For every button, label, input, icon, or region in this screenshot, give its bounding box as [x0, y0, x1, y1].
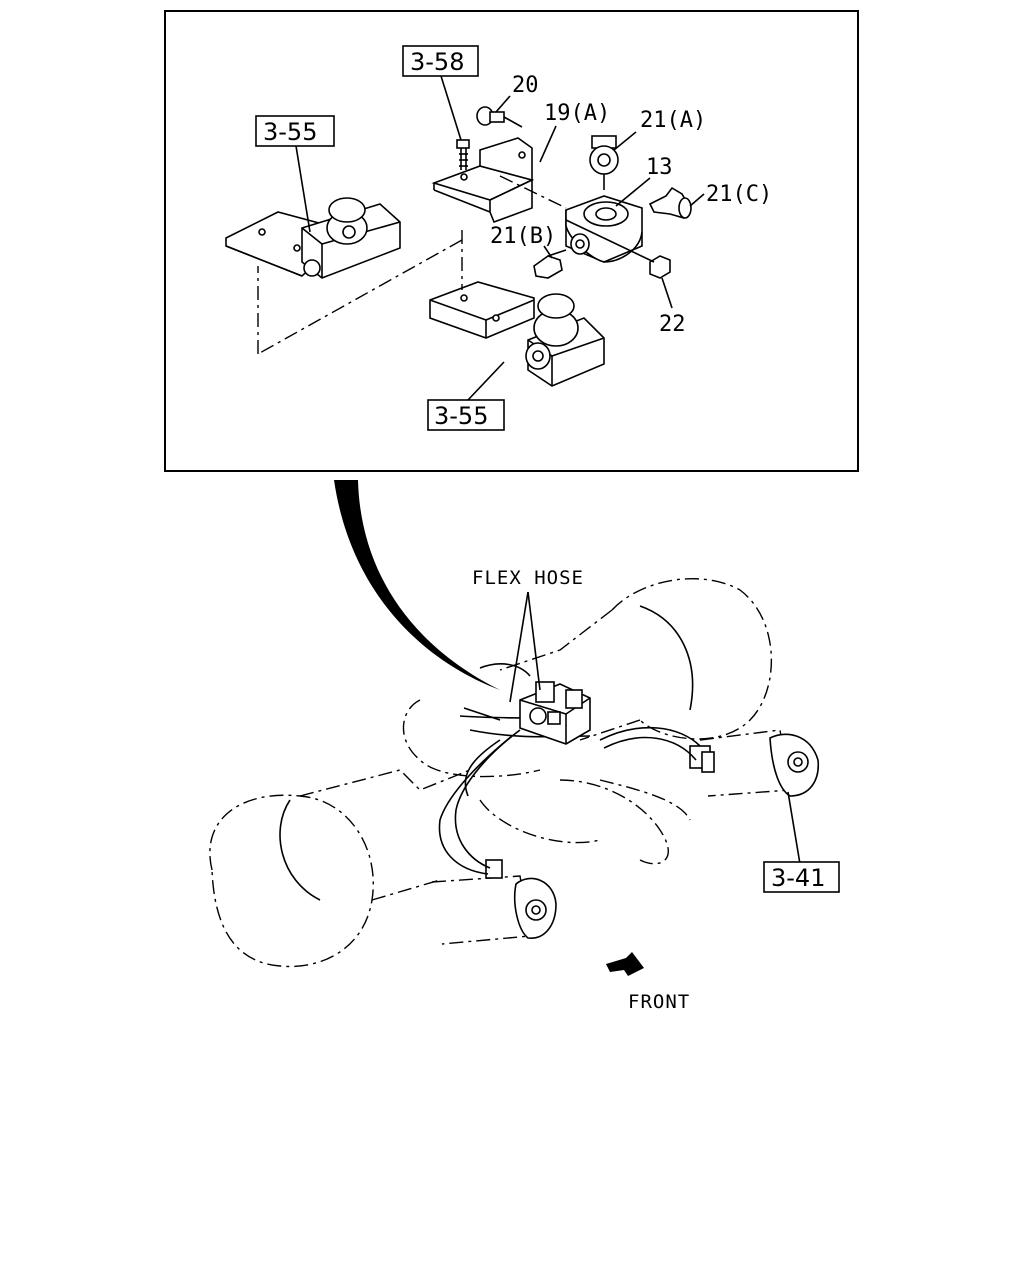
ref-box-3-41	[763, 861, 840, 893]
fitting-21b	[533, 249, 567, 279]
label-part-22: 22	[659, 312, 686, 337]
rear-axle-housing	[209, 578, 773, 968]
label-part-21c: 21(C)	[706, 182, 772, 207]
caption-front: FRONT	[628, 991, 690, 1013]
flex-hose-leaders	[509, 591, 541, 703]
caption-flex-hose: FLEX HOSE	[472, 567, 584, 589]
brake-chamber-right	[689, 729, 819, 797]
ref-box-3-55-bottom	[427, 399, 505, 431]
leader-3-41	[787, 791, 801, 865]
nut-22	[649, 255, 671, 279]
ref-box-3-55-left	[255, 115, 335, 147]
front-arrow-icon	[606, 952, 644, 976]
inset-leader-curve	[334, 480, 500, 690]
fitting-21c	[648, 186, 692, 219]
ref-box-3-58	[402, 45, 479, 77]
label-part-19a: 19(A)	[544, 101, 610, 126]
fitting-21a	[589, 135, 619, 190]
lower-valve-assembly	[429, 281, 605, 387]
ref-3-55-left: 3-55	[263, 118, 317, 146]
brake-chamber-left	[431, 859, 557, 945]
label-part-21b: 21(B)	[490, 224, 556, 249]
bolt-20	[476, 106, 523, 128]
center-valve	[463, 663, 591, 745]
label-part-20: 20	[512, 73, 539, 98]
inset-leaders	[295, 75, 705, 401]
label-part-13: 13	[646, 155, 673, 180]
ref-3-58: 3-58	[410, 48, 464, 76]
valve-13	[565, 195, 643, 263]
label-part-21a: 21(A)	[640, 108, 706, 133]
assembly-lines	[257, 175, 567, 355]
bolt-3-58	[456, 139, 470, 170]
ref-3-41: 3-41	[771, 864, 825, 892]
ref-3-55-bottom: 3-55	[434, 402, 488, 430]
bracket-19a	[431, 137, 535, 224]
left-valve-assembly	[225, 197, 401, 279]
